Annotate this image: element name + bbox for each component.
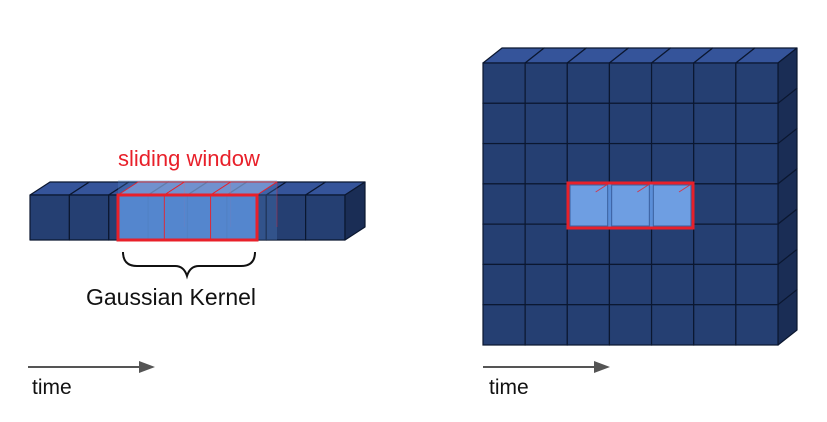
grid-cell [735, 304, 779, 346]
grid-cell [735, 62, 779, 104]
grid-cell [608, 142, 653, 185]
grid-cell [693, 62, 737, 104]
time-axis-label-left: time [32, 376, 72, 399]
window-cell-front [163, 194, 212, 241]
grid-cell [693, 102, 737, 145]
grid-cell [524, 183, 568, 225]
kernel-brace [122, 251, 256, 280]
grid-cell [735, 102, 779, 145]
grid-window-cell [569, 184, 609, 227]
window-cell-edge [256, 181, 278, 196]
grid-cell [482, 183, 526, 225]
window-frame [116, 193, 259, 242]
grid-cell [735, 223, 779, 266]
sequence-strip-side [344, 181, 366, 241]
grid-cell [524, 62, 568, 104]
grid-cell [482, 263, 526, 306]
grid-cell [566, 223, 611, 266]
grid-cell [650, 223, 695, 266]
grid-cell [566, 142, 611, 185]
grid-cell [735, 142, 779, 185]
grid-cell [566, 263, 611, 306]
grid-cell [693, 304, 737, 346]
grid-cell [524, 223, 568, 266]
window-cell-front [210, 194, 258, 241]
sliding-window-2d [566, 181, 695, 230]
grid-cell [566, 304, 611, 346]
sliding-window-label: sliding window [118, 146, 260, 171]
grid-cell [650, 142, 695, 185]
gaussian-kernel-label: Gaussian Kernel [86, 284, 257, 310]
grid-cell [735, 263, 779, 306]
grid-cell [693, 223, 737, 266]
time-axis-label-right: time [489, 376, 529, 399]
grid-cell [608, 304, 653, 346]
grid-cell [608, 263, 653, 306]
grid-cell [608, 102, 653, 145]
sequence-cell [29, 181, 90, 241]
grid-cell [650, 102, 695, 145]
grid-cell [650, 62, 695, 104]
two-d-grid [482, 47, 798, 346]
grid-cell [524, 142, 568, 185]
window-cell-front [117, 194, 165, 241]
grid-cell [482, 223, 526, 266]
grid-cell [524, 263, 568, 306]
sequence-cell-front [305, 194, 346, 241]
grid-cell [650, 263, 695, 306]
grid-cell [608, 223, 653, 266]
grid-cell [566, 62, 611, 104]
grid-window-cell [652, 184, 692, 227]
grid-cell [608, 62, 653, 104]
grid-cell [482, 62, 526, 104]
grid-window-frame [566, 181, 695, 230]
grid-cell [693, 183, 737, 225]
sequence-cell [68, 181, 130, 241]
time-arrow-left [28, 361, 155, 373]
grid-cell [524, 102, 568, 145]
grid-cell [693, 142, 737, 185]
sequence-cell [305, 181, 366, 241]
grid-cell [650, 304, 695, 346]
window-cell [117, 181, 185, 241]
grid-cell [693, 263, 737, 306]
sequence-cell-front [68, 194, 110, 241]
sliding-window-1d [116, 180, 278, 242]
time-arrow-right [483, 361, 610, 373]
grid-window-cell [611, 184, 650, 227]
grid-cell [524, 304, 568, 346]
grid-cell [482, 102, 526, 145]
grid-cell [482, 142, 526, 185]
sequence-cell [265, 181, 327, 241]
grid-cell [482, 304, 526, 346]
grid-cell [735, 183, 779, 225]
window-cell [163, 181, 232, 241]
sequence-cell-front [29, 194, 70, 241]
grid-cell [566, 102, 611, 145]
